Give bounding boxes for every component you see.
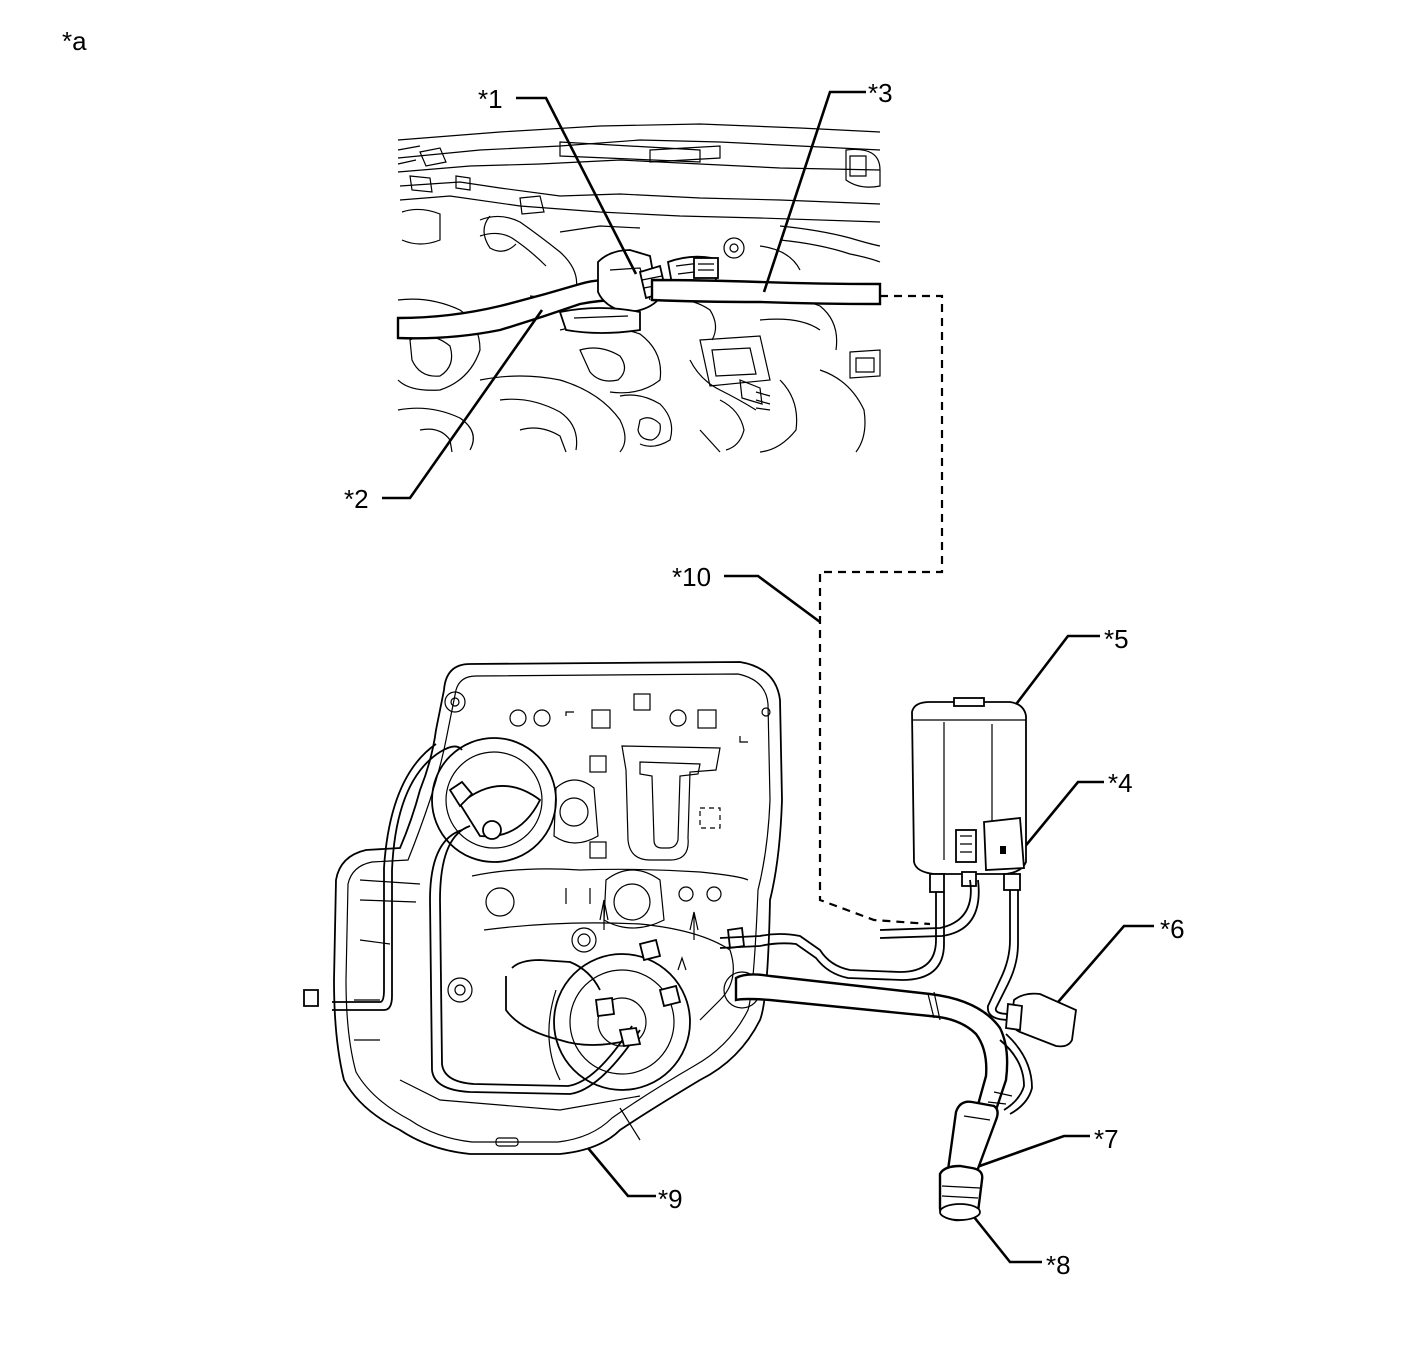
leader-3 (762, 90, 866, 293)
leader-7 (973, 1134, 1090, 1170)
callouts: *1 *2 *3 *4 *5 *6 *7 *8 *9 *10 (344, 78, 1185, 1280)
leader-10 (724, 574, 821, 624)
callout-7: *7 (1094, 1124, 1119, 1154)
hoses-and-filler (719, 879, 1077, 1222)
callout-3: *3 (868, 78, 893, 108)
callout-6: *6 (1160, 914, 1185, 944)
leader-8 (960, 1201, 1042, 1264)
leader-lines (382, 90, 1154, 1264)
callout-4: *4 (1108, 768, 1133, 798)
figure-label: *a (62, 26, 87, 56)
leader-5 (996, 634, 1100, 729)
callout-8: *8 (1046, 1250, 1071, 1280)
engine-bay-inset (396, 123, 882, 453)
fuel-tank (303, 661, 783, 1155)
callout-1: *1 (478, 84, 503, 114)
callout-10: *10 (672, 562, 711, 592)
leader-2 (382, 309, 544, 500)
leader-6 (1045, 924, 1154, 1017)
callout-9: *9 (658, 1184, 683, 1214)
hose-routing-dashed-line (818, 294, 944, 926)
charcoal-canister (911, 697, 1027, 893)
callout-5: *5 (1104, 624, 1129, 654)
callout-2: *2 (344, 484, 369, 514)
leader-9 (587, 1147, 656, 1198)
leader-1 (516, 96, 638, 275)
leader-4 (1002, 780, 1104, 873)
